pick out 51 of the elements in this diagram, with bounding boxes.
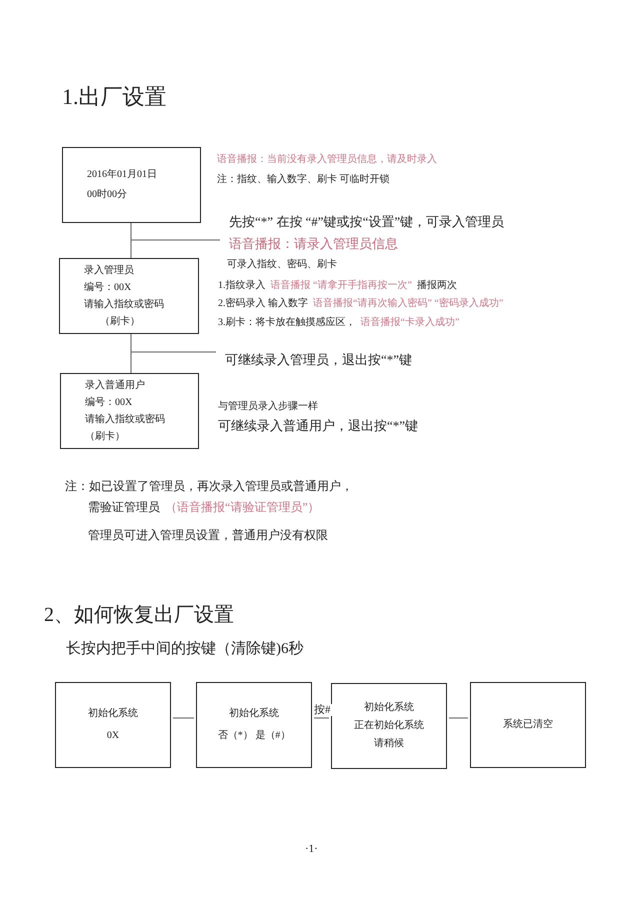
note-text: 注：如已设置了管理员，再次录入管理员或普通用户， [65,479,353,494]
note-text: 需验证管理员 [88,500,160,514]
box-text: 00时00分 [87,189,127,201]
box-text: 正在初始化系统 [354,720,424,732]
box-text: 请输入指纹或密码 [85,414,165,426]
box-text: 0X [106,730,120,742]
voice-prompt-text: 语音播报：请录入管理员信息 [229,236,399,252]
voice-prompt-text: （语音播报“请验证管理员”） [165,500,320,514]
box-text: 初始化系统 [88,708,138,720]
box-text: 编号：00X [85,396,132,408]
box-text: 系统已清空 [503,719,553,731]
box-text: 请稍候 [374,738,404,750]
box-text: 请输入指纹或密码 [84,298,164,310]
page-number: ·1· [305,843,318,856]
box-text: 初始化系统 [364,702,414,714]
process-box [60,373,199,449]
note-text: 2.密码录入 输入数字 [218,298,308,310]
note-text: 3.刷卡：将卡放在触摸感应区， [218,317,356,329]
instruction-text: 先按“*” 在按 “#”键或按“设置”键，可录入管理员 [229,214,504,230]
section-heading: 1.出厂设置 [62,84,166,110]
box-text: 2016年01月01日 [87,169,157,181]
process-box [62,147,201,223]
box-text: 编号：00X [84,282,132,294]
section-heading: 2、如何恢复出厂设置 [44,603,234,627]
process-box [55,682,171,768]
note-text: 管理员可进入管理员设置，普通用户没有权限 [88,528,328,542]
box-text: 否（*） 是（#） [218,730,290,742]
process-box [470,682,586,768]
instruction-text: 长按内把手中间的按键（清除键)6秒 [66,640,304,658]
connector-line [130,334,216,352]
instruction-text: 可继续录入管理员，退出按“*”键 [225,352,412,368]
note-text: 注：指纹、输入数字、刷卡 可临时开锁 [217,174,390,186]
box-text: 录入管理员 [84,264,134,276]
connector-line [130,222,220,240]
process-box [59,258,199,334]
note-text: 可录入指纹、密码、刷卡 [227,259,337,271]
note-text: 播报两次 [416,280,457,292]
voice-prompt-text: 语音播报 “请拿开手指再按一次” [270,280,412,292]
box-text: 录入普通用户 [85,380,145,392]
voice-prompt-text: 语音播报“卡录入成功” [360,317,460,329]
note-text: 可继续录入普通用户，退出按“*”键 [218,418,418,434]
voice-prompt-text: 语音播报：当前没有录入管理员信息，请及时录入 [217,154,437,166]
edge-label: 按# [313,704,332,716]
process-box [196,682,312,768]
note-text: 与管理员录入步骤一样 [218,401,318,413]
process-box [331,683,447,769]
box-text: （刷卡） [85,430,125,442]
box-text: 初始化系统 [229,708,279,720]
voice-prompt-text: 语音播报“请再次输入密码” “密码录入成功” [313,298,504,310]
note-text: 1.指纹录入 [218,280,266,292]
box-text: （刷卡） [99,316,140,328]
